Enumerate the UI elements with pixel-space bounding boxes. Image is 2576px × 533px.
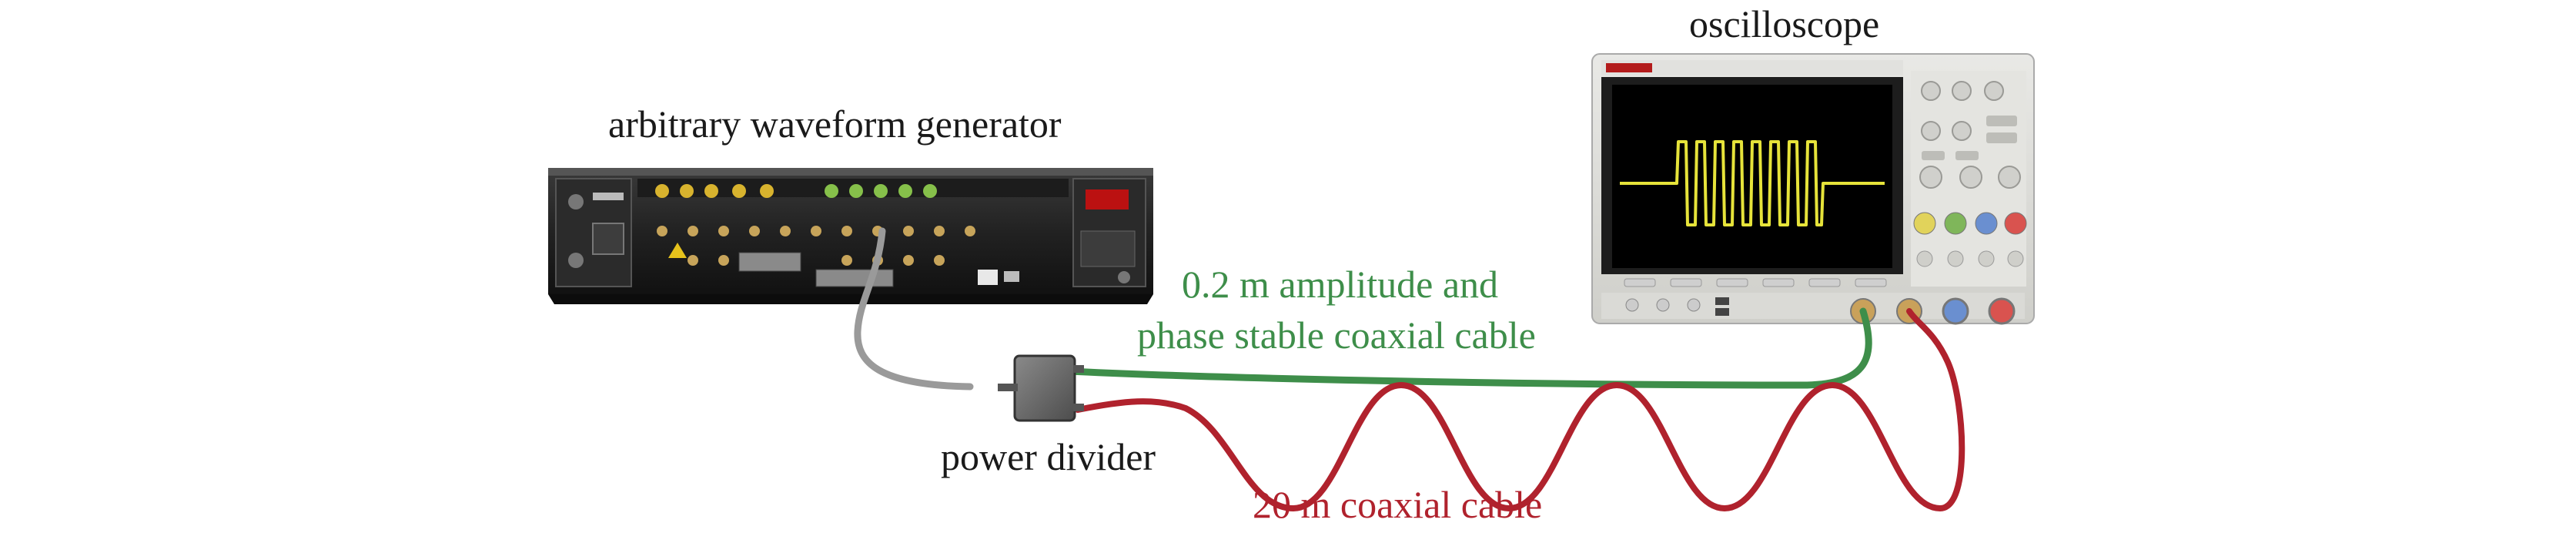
oscilloscope-label: oscilloscope — [1689, 2, 1880, 45]
oscilloscope-instrument — [1591, 53, 2035, 325]
awg-label: arbitrary waveform generator — [608, 102, 1062, 146]
gray-cable — [854, 227, 974, 391]
green-cable-label-2: phase stable coaxial cable — [1137, 313, 1536, 357]
screen-waveform — [1620, 140, 1885, 226]
power-divider-label: power divider — [941, 435, 1156, 478]
awg-instrument — [548, 168, 1153, 304]
green-cable-label-1: 0.2 m amplitude and — [1182, 263, 1499, 306]
red-cable — [1075, 308, 1965, 511]
green-cable — [1066, 307, 1872, 389]
power-divider-device — [998, 354, 1084, 422]
red-cable-label: 20 m coaxial cable — [1253, 483, 1543, 526]
